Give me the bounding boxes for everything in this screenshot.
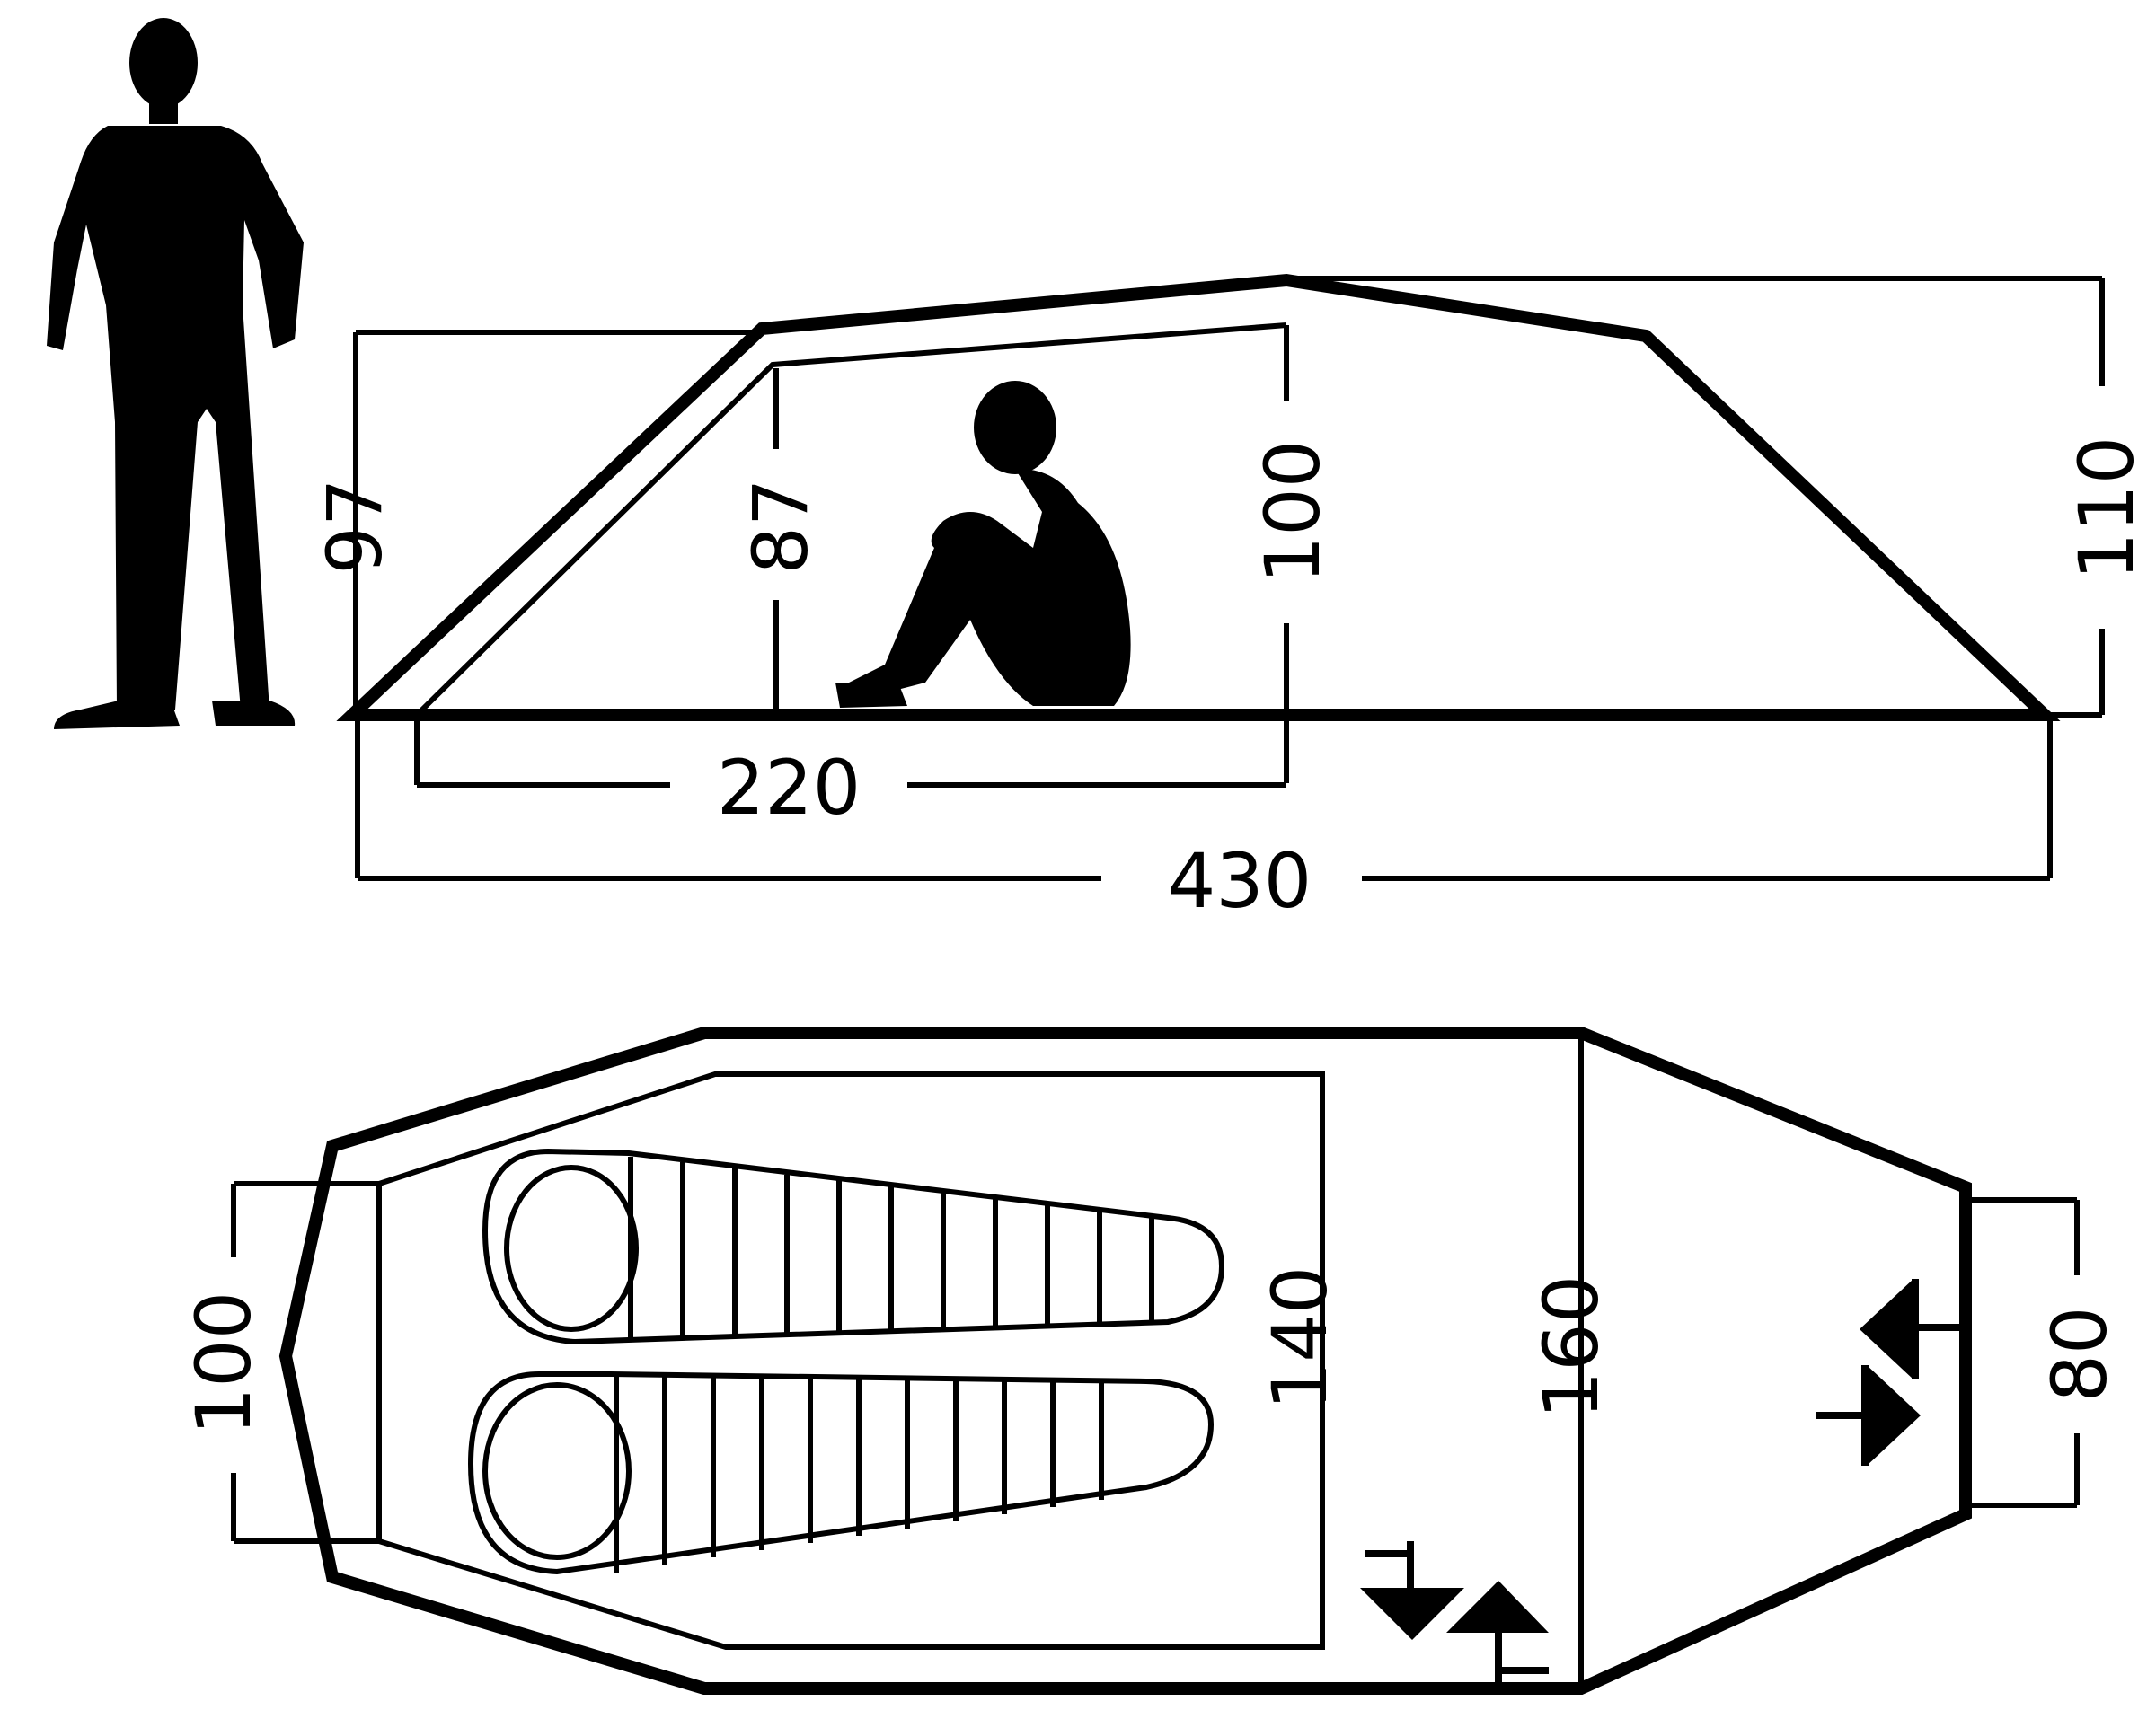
sitting-person-icon bbox=[835, 381, 1131, 708]
side-view-outer-outline bbox=[336, 273, 2061, 721]
side-view-inner-outline bbox=[414, 322, 1287, 718]
sleeping-bag-icon bbox=[482, 1148, 1225, 1345]
height-outer-left-label: 97 bbox=[311, 479, 399, 575]
length-total-label: 430 bbox=[1168, 837, 1312, 925]
floor-plan: 100 140 160 80 bbox=[180, 1027, 2124, 1695]
height-inner-left-label: 87 bbox=[737, 479, 825, 575]
side-entrance-arrows-icon bbox=[1360, 1541, 1549, 1683]
height-peak-outer-label: 110 bbox=[2063, 436, 2151, 580]
floor-plan-outer-outline bbox=[278, 1027, 1972, 1695]
width-rear-label: 100 bbox=[180, 1291, 268, 1435]
width-inner-label: 140 bbox=[1256, 1266, 1344, 1410]
width-front-label: 80 bbox=[2036, 1307, 2124, 1403]
front-entrance-arrows-icon bbox=[1816, 1279, 1964, 1466]
sleeping-bag-icon bbox=[467, 1371, 1215, 1575]
length-inner-label: 220 bbox=[717, 744, 861, 832]
width-vestibule-label: 160 bbox=[1527, 1275, 1615, 1419]
side-view: 97 87 100 110 220 430 bbox=[311, 273, 2151, 925]
height-peak-inner-label: 100 bbox=[1249, 440, 1337, 584]
standing-person-icon bbox=[47, 18, 304, 729]
